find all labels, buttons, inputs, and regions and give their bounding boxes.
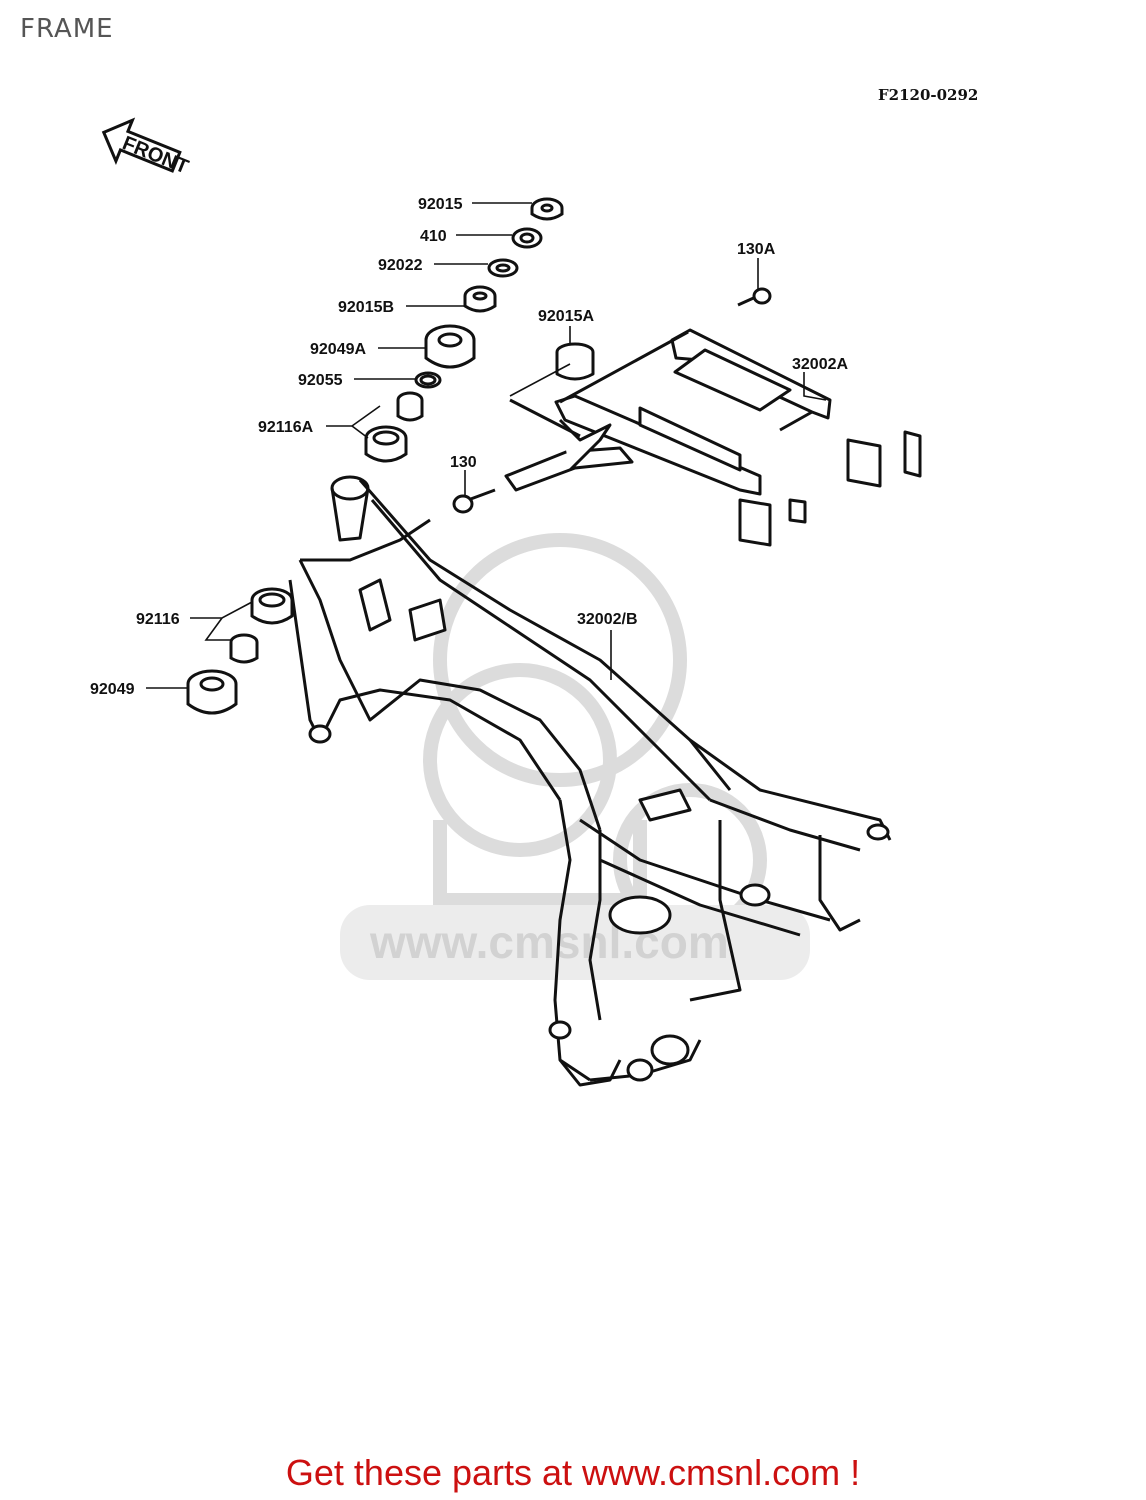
part-92022-lockwasher-icon — [487, 258, 519, 278]
part-92116A-bearing-icon — [396, 391, 424, 422]
diagram-code: F2120-0292 — [878, 86, 979, 104]
part-92049-seal-icon — [186, 669, 238, 715]
main-frame-32002B — [288, 475, 892, 1087]
part-410-washer-icon — [511, 227, 543, 249]
part-92116-bearing-icon — [229, 633, 259, 664]
front-label: FRONT — [119, 132, 191, 178]
part-label-92055[interactable]: 92055 — [298, 372, 343, 389]
front-arrow-icon: FRONT — [101, 117, 191, 178]
footer-link[interactable]: Get these parts at www.cmsnl.com ! — [285, 1452, 861, 1493]
part-92015A-collar-icon — [555, 342, 595, 381]
frame-diagram: www.cmsnl.com FRONT — [90, 117, 922, 1087]
part-label-92015B[interactable]: 92015B — [338, 299, 394, 316]
part-label-130A[interactable]: 130A — [737, 241, 776, 258]
part-label-32002B[interactable]: 32002/B — [577, 611, 638, 628]
part-130-bolt-icon — [452, 488, 496, 514]
part-label-92049[interactable]: 92049 — [90, 681, 135, 698]
part-label-32002A[interactable]: 32002A — [792, 356, 848, 373]
part-label-92015[interactable]: 92015 — [418, 196, 463, 213]
subframe-32002A — [452, 287, 922, 547]
part-label-92049A[interactable]: 92049A — [310, 341, 366, 358]
part-92049A-seal-icon — [424, 324, 476, 369]
steering-head-parts — [186, 197, 564, 715]
part-labels: 92015 410 92022 92015B 92049A 92055 9211… — [90, 196, 848, 698]
leader-lines — [146, 202, 827, 689]
part-130A-bolt-icon — [737, 287, 772, 307]
part-92055-oring-icon — [414, 371, 442, 389]
part-92116-race-icon — [250, 587, 294, 625]
part-label-92022[interactable]: 92022 — [378, 257, 423, 274]
watermark-banner — [340, 905, 810, 980]
part-label-92116[interactable]: 92116 — [136, 611, 180, 628]
part-92015B-nut-icon — [463, 285, 497, 313]
page-title: FRAME — [20, 14, 114, 44]
watermark-text: www.cmsnl.com — [369, 916, 729, 968]
part-92015-nut-icon — [530, 197, 564, 221]
watermark-logo — [423, 533, 767, 937]
part-label-130[interactable]: 130 — [450, 454, 477, 471]
part-label-410[interactable]: 410 — [420, 228, 447, 245]
part-label-92116A[interactable]: 92116A — [258, 419, 314, 436]
part-92116A-race-icon — [364, 425, 408, 463]
part-label-92015A[interactable]: 92015A — [538, 308, 594, 325]
